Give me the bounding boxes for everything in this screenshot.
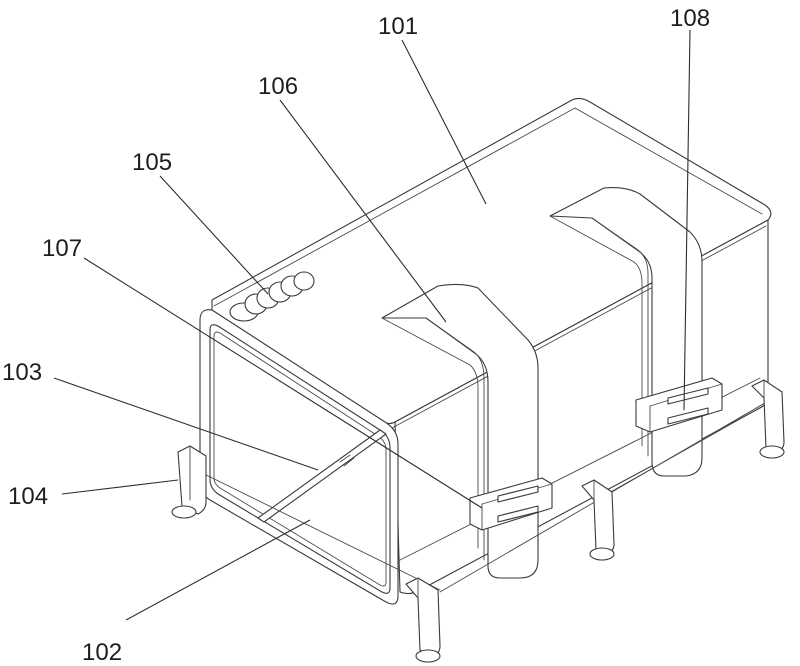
filler-cap xyxy=(229,271,315,322)
leader-107 xyxy=(83,257,483,509)
leader-103 xyxy=(53,377,319,471)
label-102: 102 xyxy=(82,639,122,666)
leader-lines xyxy=(53,29,691,621)
label-101: 101 xyxy=(378,13,418,40)
front-buckle xyxy=(469,477,553,531)
foot-rear xyxy=(751,379,785,459)
label-104: 104 xyxy=(8,483,48,510)
rear-buckle xyxy=(635,377,723,433)
leader-108 xyxy=(683,29,691,411)
leader-105 xyxy=(159,175,269,295)
label-107: 107 xyxy=(42,235,82,262)
leader-101 xyxy=(401,39,487,205)
leader-102 xyxy=(125,519,311,621)
foot-front-left xyxy=(171,445,207,519)
foot-mid xyxy=(581,479,615,561)
gauge-rod xyxy=(257,429,387,523)
leader-104 xyxy=(61,479,179,495)
label-106: 106 xyxy=(258,73,298,100)
label-108: 108 xyxy=(670,5,710,32)
label-105: 105 xyxy=(132,149,172,176)
reference-labels: 101 102 103 104 105 106 107 108 xyxy=(2,5,710,666)
leader-106 xyxy=(279,99,447,323)
foot-front-right xyxy=(405,577,441,663)
label-103: 103 xyxy=(2,359,42,386)
